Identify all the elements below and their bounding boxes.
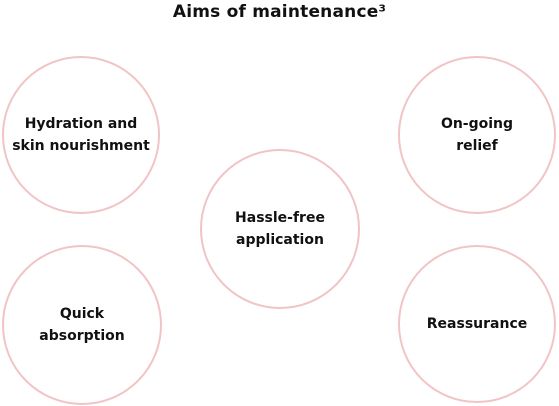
aim-label-reassurance: Reassurance xyxy=(426,316,528,332)
aim-circle-hassle-free: Hassle-free application xyxy=(200,149,360,309)
aim-label-hassle-free: Hassle-free application xyxy=(235,210,325,248)
diagram-title: Aims of maintenance³ xyxy=(172,2,387,22)
aim-label-hydration: Hydration and skin nourishment xyxy=(12,116,150,154)
aim-label-quick-absorption: Quick absorption xyxy=(39,306,125,344)
aim-circle-reassurance: Reassurance xyxy=(398,245,556,403)
aim-label-ongoing-relief: On-going relief xyxy=(440,116,514,154)
aim-circle-quick-absorption: Quick absorption xyxy=(2,245,162,405)
aim-circle-ongoing-relief: On-going relief xyxy=(398,56,556,214)
aim-circle-hydration: Hydration and skin nourishment xyxy=(2,56,160,214)
